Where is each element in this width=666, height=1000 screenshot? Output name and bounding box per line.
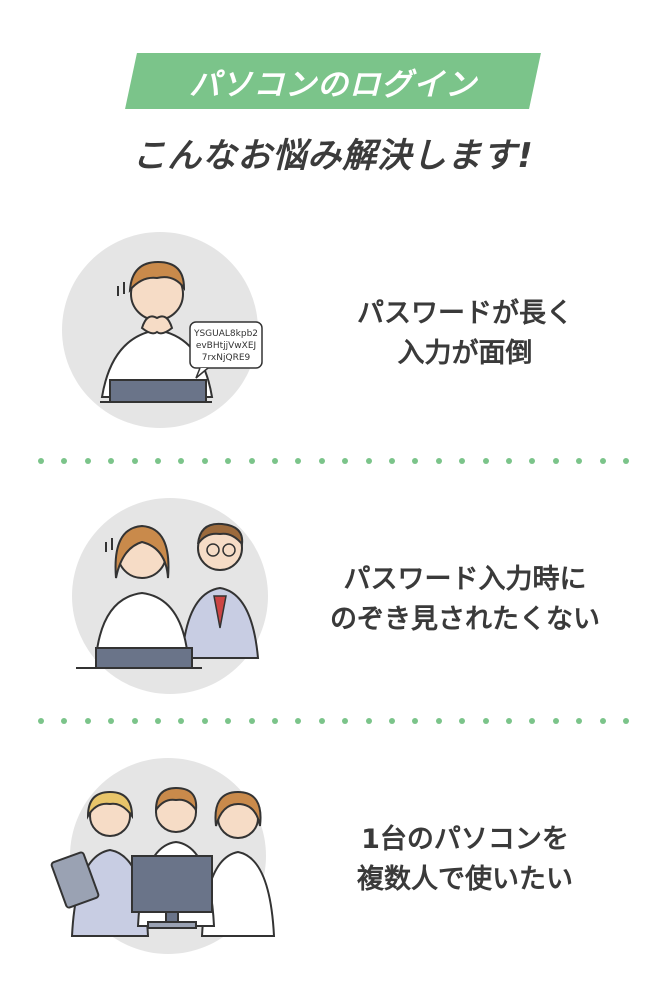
- dotted-divider: [38, 458, 634, 464]
- divider-dot: [38, 718, 44, 724]
- divider-dot: [295, 718, 302, 724]
- divider-dot: [412, 718, 419, 724]
- divider-dot: [84, 718, 91, 724]
- bubble-line-2: evBHtjjVwXEJ: [196, 341, 256, 351]
- divider-dot: [623, 458, 629, 464]
- divider-dot: [482, 718, 489, 724]
- divider-dot: [365, 458, 372, 464]
- divider-dot: [529, 718, 536, 724]
- caption-line-1: 1台のパソコンを: [361, 824, 569, 855]
- caption: 1台のパソコンを 複数人で使いたい: [295, 820, 635, 900]
- divider-dot: [459, 718, 466, 724]
- caption-line-2: 複数人で使いたい: [357, 864, 573, 895]
- divider-dot: [342, 718, 349, 724]
- divider-dot: [599, 458, 606, 464]
- divider-dot: [61, 458, 68, 464]
- medical-staff-illustration: [50, 786, 276, 937]
- bubble-line-1: YSGUAL8kpb2: [193, 329, 258, 339]
- divider-dot: [623, 718, 629, 724]
- divider-dot: [365, 718, 372, 724]
- divider-dot: [295, 458, 302, 464]
- divider-dot: [131, 718, 138, 724]
- page-subtitle: こんなお悩み解決します!: [132, 136, 534, 176]
- divider-dot: [38, 458, 44, 464]
- divider-dot: [506, 458, 512, 464]
- divider-dot: [155, 458, 161, 464]
- divider-dot: [178, 718, 185, 724]
- bubble-line-3: 7rxNjQRE9: [202, 353, 251, 363]
- caption: パスワード入力時に のぞき見されたくない: [295, 560, 635, 640]
- divider-dot: [576, 458, 583, 464]
- caption-line-2: のぞき見されたくない: [330, 604, 600, 635]
- divider-dot: [201, 718, 208, 724]
- divider-dot: [318, 458, 325, 464]
- divider-dot: [225, 458, 232, 464]
- divider-dot: [412, 458, 419, 464]
- caption-line-2: 入力が面倒: [397, 338, 533, 369]
- divider-dot: [84, 458, 91, 464]
- divider-dot: [225, 718, 232, 724]
- divider-dot: [599, 718, 606, 724]
- title-banner: パソコンのログイン: [189, 66, 477, 103]
- problem-item-long-password: YSGUAL8kpb2 evBHtjjVwXEJ 7rxNjQRE9 パスワード…: [0, 232, 666, 462]
- divider-dot: [248, 718, 255, 724]
- divider-dot: [435, 458, 442, 464]
- divider-dot: [272, 458, 278, 464]
- worried-man-illustration: YSGUAL8kpb2 evBHtjjVwXEJ 7rxNjQRE9: [100, 260, 263, 403]
- divider-dot: [552, 718, 559, 724]
- divider-dot: [178, 458, 185, 464]
- divider-dot: [576, 718, 583, 724]
- divider-dot: [108, 718, 115, 724]
- caption: パスワードが長く 入力が面倒: [295, 294, 635, 374]
- divider-dot: [342, 458, 349, 464]
- dotted-divider: [38, 718, 634, 724]
- divider-dot: [108, 458, 115, 464]
- problem-item-shoulder-surfing: パスワード入力時に のぞき見されたくない: [0, 498, 666, 728]
- caption-line-1: パスワードが長く: [357, 298, 573, 329]
- divider-dot: [248, 458, 255, 464]
- divider-dot: [529, 458, 536, 464]
- peeking-coworker-illustration: [76, 522, 260, 669]
- divider-dot: [61, 718, 68, 724]
- divider-dot: [389, 458, 395, 464]
- divider-dot: [272, 718, 278, 724]
- caption-line-1: パスワード入力時に: [343, 564, 587, 595]
- divider-dot: [506, 718, 512, 724]
- divider-dot: [201, 458, 208, 464]
- divider-dot: [389, 718, 395, 724]
- divider-dot: [482, 458, 489, 464]
- divider-dot: [131, 458, 138, 464]
- divider-dot: [552, 458, 559, 464]
- divider-dot: [435, 718, 442, 724]
- divider-dot: [155, 718, 161, 724]
- divider-dot: [318, 718, 325, 724]
- problem-item-shared-pc: 1台のパソコンを 複数人で使いたい: [0, 758, 666, 988]
- divider-dot: [459, 458, 466, 464]
